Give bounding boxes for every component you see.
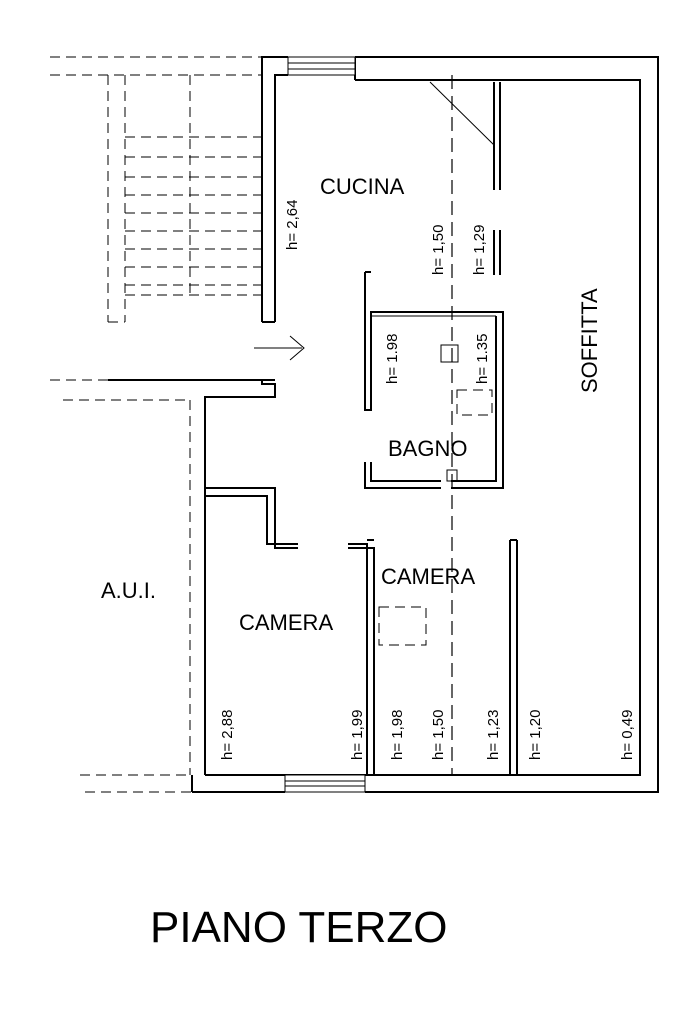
room-label-soffitta: SOFFITTA xyxy=(577,288,602,393)
window-top xyxy=(287,56,356,76)
windows xyxy=(284,56,366,793)
height-label: h= 1,29 xyxy=(471,225,488,275)
height-label: h= 1,99 xyxy=(349,710,366,760)
room-label-camera-left: CAMERA xyxy=(239,610,333,635)
room-label-camera-right: CAMERA xyxy=(381,564,475,589)
height-label: h= 0,49 xyxy=(619,710,636,760)
plan-title: PIANO TERZO xyxy=(150,903,447,952)
skylight-camera xyxy=(378,606,427,646)
walls xyxy=(108,56,659,793)
room-label-aui: A.U.I. xyxy=(101,578,156,603)
room-label-bagno: BAGNO xyxy=(388,436,467,461)
room-label-cucina: CUCINA xyxy=(320,174,405,199)
height-label: h= 1.35 xyxy=(474,334,491,384)
entrance-arrow-icon xyxy=(289,335,305,361)
height-label: h= 1,23 xyxy=(485,710,502,760)
height-label: h= 2,64 xyxy=(284,200,301,250)
skylight-bagno xyxy=(456,389,493,416)
stairwell xyxy=(50,56,275,793)
bagno-pipe xyxy=(446,469,458,482)
height-label: h= 1.98 xyxy=(384,334,401,384)
height-label: h= 1,50 xyxy=(430,710,447,760)
bagno-fixture xyxy=(440,344,459,363)
window-bottom xyxy=(284,774,366,793)
height-label: h= 1,98 xyxy=(389,710,406,760)
height-label: h= 2,88 xyxy=(219,710,236,760)
height-label: h= 1,50 xyxy=(430,225,447,275)
height-label: h= 1,20 xyxy=(527,710,544,760)
roof-details xyxy=(254,75,495,775)
